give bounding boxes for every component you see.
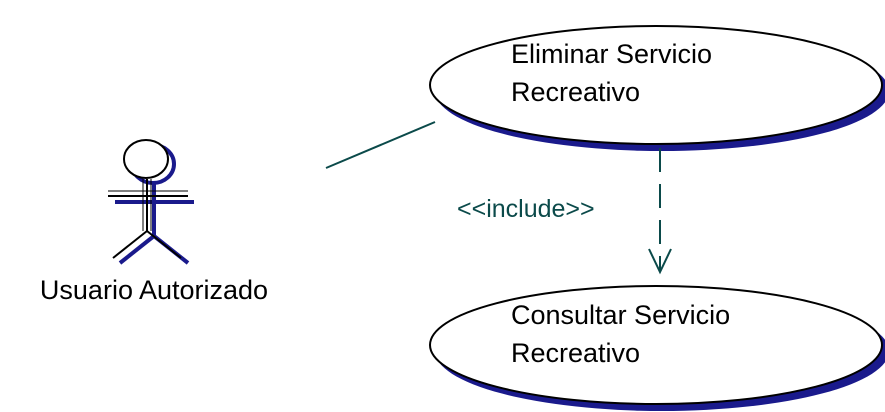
- use-case-consultar-label-line2: Recreativo: [511, 338, 640, 368]
- actor-figure: [108, 139, 188, 259]
- include-dependency[interactable]: <<include>>: [457, 148, 672, 275]
- use-case-consultar-label-line1: Consultar Servicio: [511, 300, 730, 330]
- actor[interactable]: Usuario Autorizado: [40, 139, 268, 305]
- use-case-consultar-ellipse: [429, 285, 883, 405]
- use-case-eliminar-label-line1: Eliminar Servicio: [511, 39, 712, 69]
- include-arrowhead: [648, 248, 672, 275]
- use-case-consultar-servicio[interactable]: Consultar Servicio Recreativo: [429, 285, 885, 411]
- actor-label: Usuario Autorizado: [40, 275, 268, 305]
- use-case-eliminar-servicio[interactable]: Eliminar Servicio Recreativo: [429, 25, 885, 151]
- association-line: [325, 121, 436, 169]
- use-case-eliminar-label-line2: Recreativo: [511, 77, 640, 107]
- use-case-eliminar-ellipse: [429, 25, 883, 145]
- include-stereotype-label: <<include>>: [457, 195, 595, 223]
